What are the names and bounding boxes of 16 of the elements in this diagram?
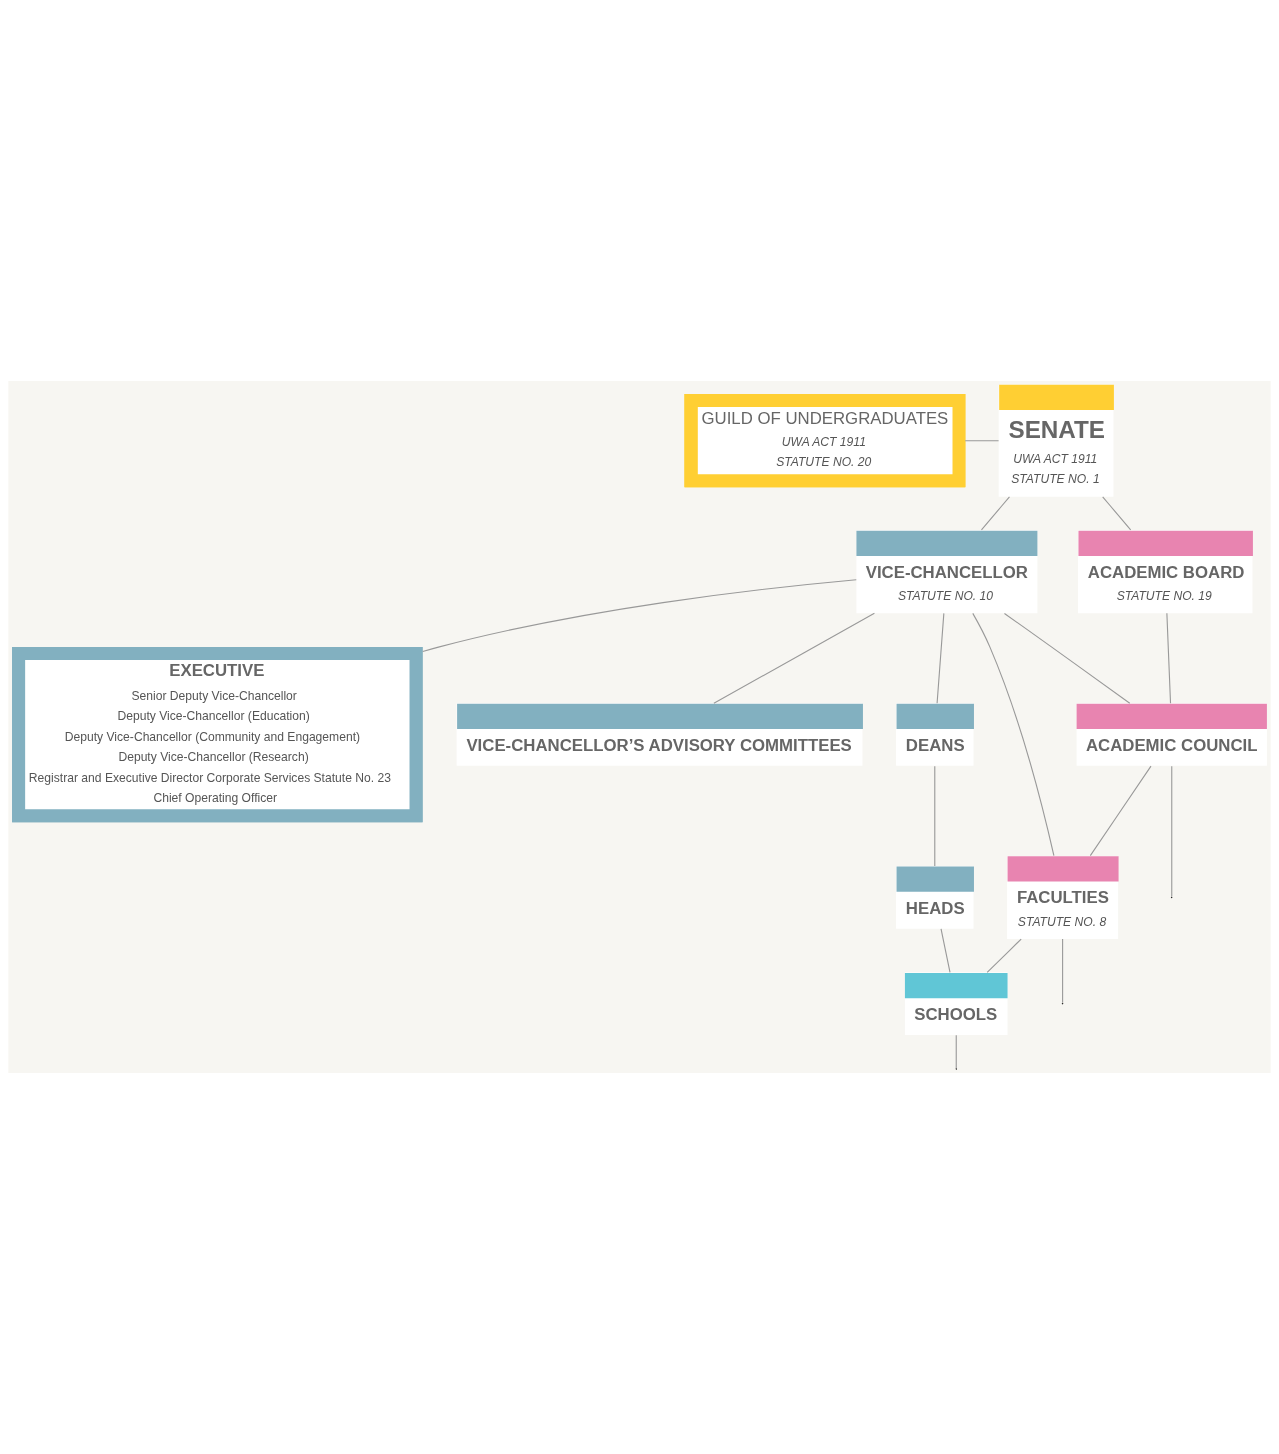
connector (1089, 765, 1152, 857)
connector (972, 612, 1055, 857)
connector (1166, 612, 1172, 704)
connector (1102, 496, 1132, 531)
connector (936, 612, 945, 704)
connector (422, 579, 857, 653)
connector (1171, 765, 1173, 897)
connector (940, 928, 951, 973)
connector (955, 1034, 957, 1070)
connector (1062, 938, 1064, 1004)
connector (980, 496, 1010, 531)
connector (934, 765, 936, 867)
connector (964, 440, 1000, 442)
connector (986, 938, 1022, 973)
connector (713, 612, 875, 704)
connector (1003, 612, 1131, 704)
